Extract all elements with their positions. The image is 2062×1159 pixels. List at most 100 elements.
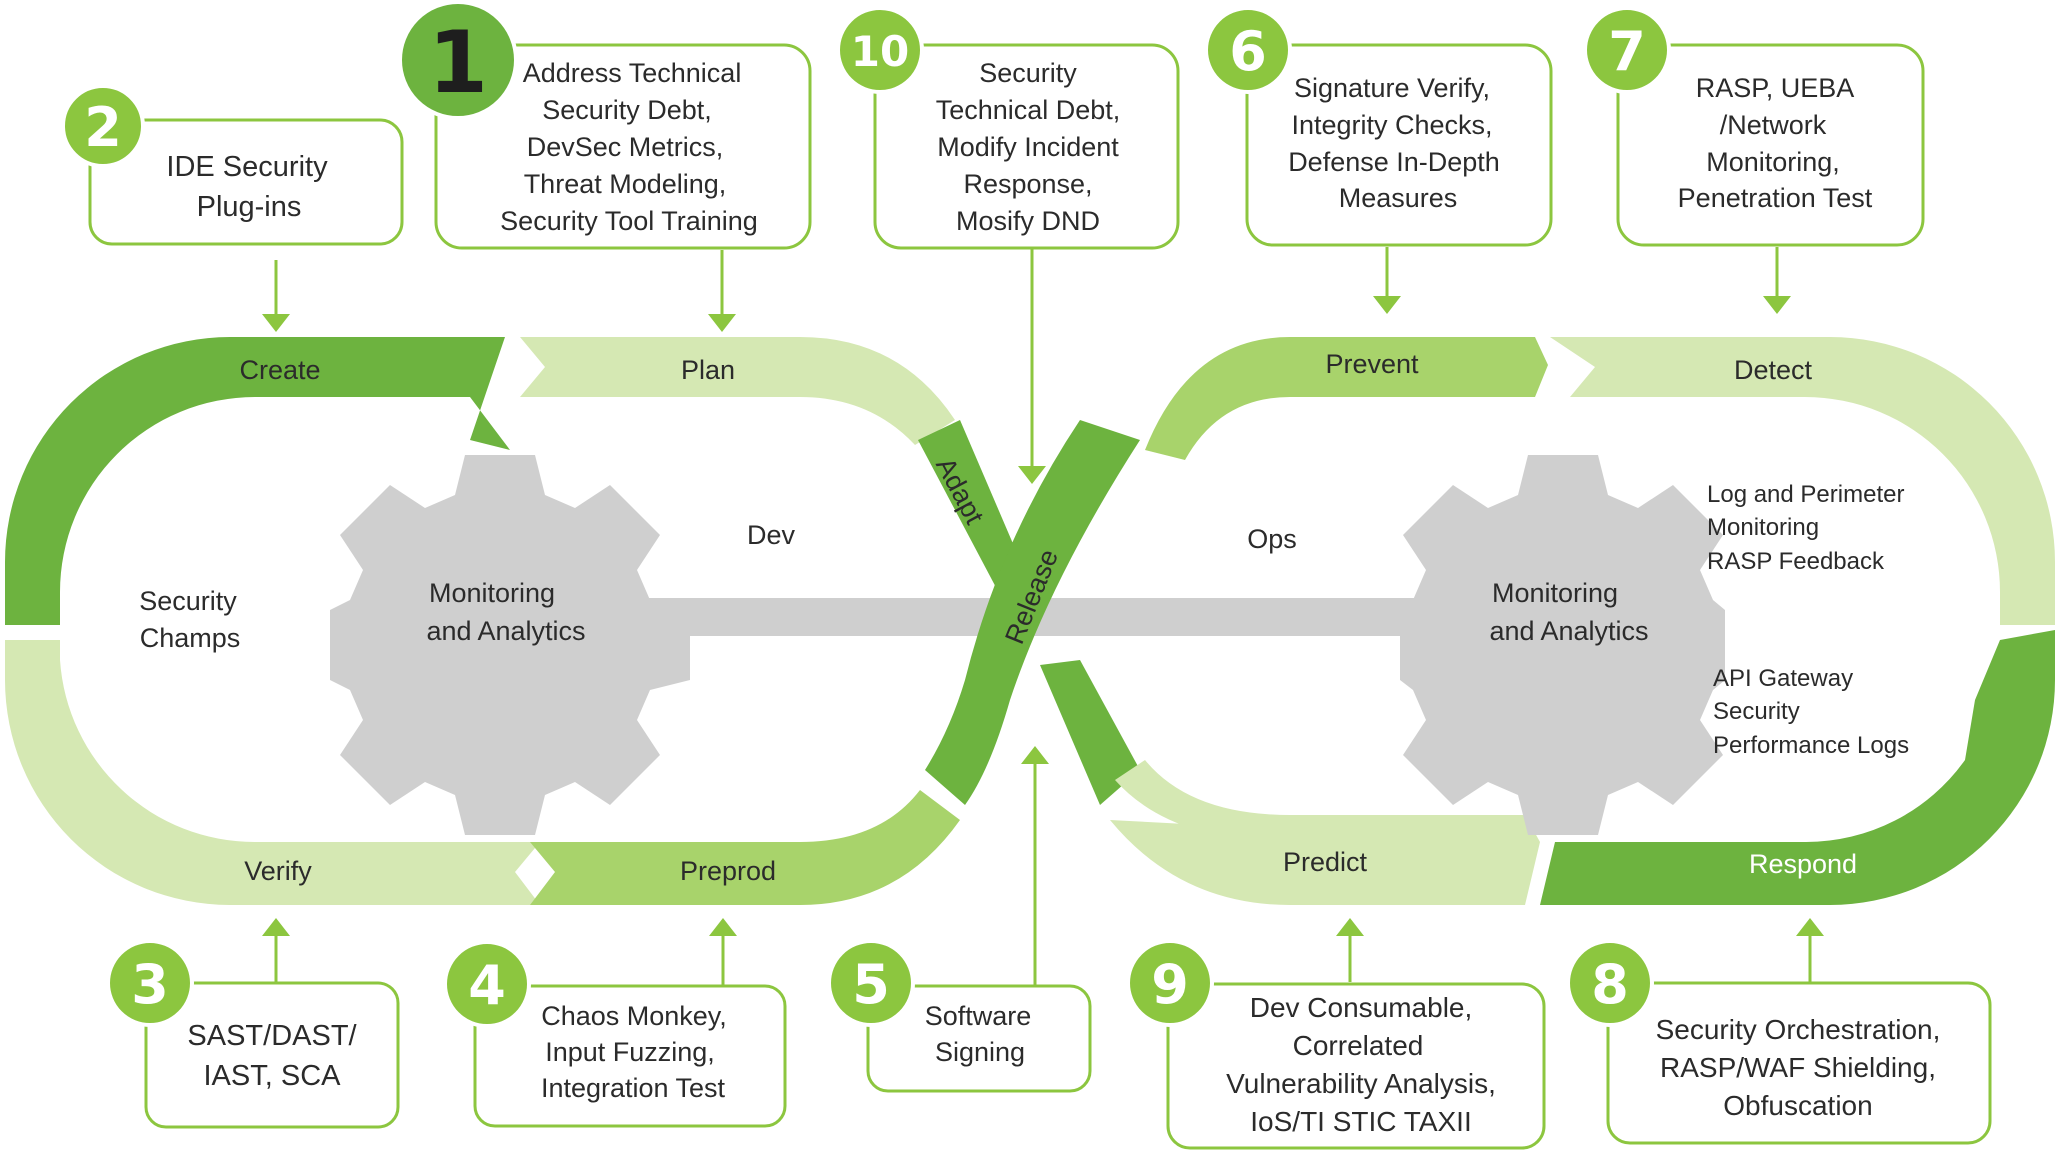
box-9-line-3: Vulnerability Analysis,: [1226, 1068, 1496, 1099]
box-7: RASP, UEBA /Network Monitoring, Penetrat…: [1616, 43, 1925, 247]
right-note-bottom-line-2: Security: [1713, 698, 1800, 725]
box-2-line-1: IDE Security: [166, 151, 328, 183]
box-9-line-4: IoS/TI STIC TAXII: [1250, 1106, 1471, 1137]
badge-5: 5: [827, 939, 915, 1027]
box-10-line-4: Response,: [963, 169, 1092, 199]
box-7-line-2: /Network: [1720, 110, 1827, 140]
segment-release: [925, 420, 1140, 805]
box-8: Security Orchestration, RASP/WAF Shieldi…: [1606, 981, 1992, 1145]
badge-10: 10: [836, 6, 924, 94]
box-8-line-3: Obfuscation: [1723, 1090, 1872, 1121]
security-champs-line-2: Champs: [140, 623, 241, 653]
badge-9: 9: [1126, 939, 1214, 1027]
box-1-line-4: Threat Modeling,: [524, 169, 727, 199]
right-note-bottom-line-3: Performance Logs: [1713, 732, 1909, 759]
badge-4: 4: [443, 940, 531, 1028]
left-gear-label-line-2: and Analytics: [426, 616, 585, 646]
box-10: Security Technical Debt, Modify Incident…: [873, 43, 1180, 250]
segment-predict: [1110, 760, 1540, 905]
box-3-line-2: IAST, SCA: [204, 1060, 342, 1092]
box-7-line-3: Monitoring,: [1706, 147, 1840, 177]
right-note-top-line-2: Monitoring: [1707, 514, 1819, 541]
badge-2: 2: [61, 84, 145, 168]
badge-4-number: 4: [468, 954, 506, 1017]
badge-5-number: 5: [852, 953, 890, 1016]
box-6-line-3: Defense In-Depth: [1288, 147, 1500, 177]
right-note-top-line-1: Log and Perimeter: [1707, 481, 1904, 508]
segment-verify: [5, 640, 540, 905]
box-7-line-4: Penetration Test: [1678, 183, 1873, 213]
phase-create-label: Create: [239, 355, 320, 385]
box-10-line-2: Technical Debt,: [936, 95, 1121, 125]
security-champs-line-1: Security: [139, 586, 237, 616]
badge-6-number: 6: [1229, 20, 1267, 83]
box-5: Software Signing: [866, 984, 1092, 1093]
box-6: Signature Verify, Integrity Checks, Defe…: [1245, 43, 1553, 247]
box-8-line-2: RASP/WAF Shielding,: [1660, 1052, 1936, 1083]
left-gear-label-line-1: Monitoring: [429, 578, 555, 608]
box-5-line-2: Signing: [935, 1037, 1025, 1067]
right-note-top-line-3: RASP Feedback: [1707, 548, 1885, 575]
segment-detect: [1550, 337, 2055, 625]
box-4-line-2: Input Fuzzing,: [545, 1037, 715, 1067]
box-3: SAST/DAST/ IAST, SCA: [144, 981, 400, 1129]
phase-verify-label: Verify: [244, 856, 312, 886]
box-1-line-2: Security Debt,: [542, 95, 712, 125]
box-10-line-1: Security: [979, 58, 1077, 88]
phase-prevent-label: Prevent: [1325, 349, 1419, 379]
badge-7: 7: [1583, 6, 1671, 94]
box-8-line-1: Security Orchestration,: [1656, 1014, 1941, 1045]
box-1-line-3: DevSec Metrics,: [527, 132, 724, 162]
phase-preprod-label: Preprod: [680, 856, 776, 886]
box-1-line-5: Security Tool Training: [500, 206, 758, 236]
segment-adapt: [918, 420, 1020, 595]
segment-cross-lower: [1040, 660, 1140, 805]
badge-7-number: 7: [1608, 20, 1646, 83]
phase-plan-label: Plan: [681, 355, 735, 385]
box-1-line-1: Address Technical: [523, 58, 742, 88]
badge-3: 3: [106, 939, 194, 1027]
connector-arrows: [262, 247, 1824, 985]
phase-respond-label: Respond: [1749, 849, 1857, 879]
segment-respond: [1540, 630, 2055, 905]
box-4-line-1: Chaos Monkey,: [541, 1001, 727, 1031]
box-9-line-2: Correlated: [1293, 1030, 1424, 1061]
box-6-line-4: Measures: [1339, 183, 1458, 213]
box-9: Dev Consumable, Correlated Vulnerability…: [1166, 982, 1546, 1150]
box-7-line-1: RASP, UEBA: [1696, 73, 1855, 103]
phase-predict-label: Predict: [1283, 847, 1368, 877]
right-gear-label-line-1: Monitoring: [1492, 578, 1618, 608]
segment-create: [5, 337, 510, 625]
box-2-line-2: Plug-ins: [197, 191, 302, 223]
left-gear-icon: [330, 455, 690, 835]
box-10-line-3: Modify Incident: [937, 132, 1119, 162]
badge-9-number: 9: [1151, 953, 1189, 1016]
phase-detect-label: Detect: [1734, 355, 1813, 385]
segment-preprod: [530, 790, 960, 905]
box-6-line-1: Signature Verify,: [1294, 73, 1490, 103]
ops-label: Ops: [1247, 524, 1297, 554]
box-9-line-1: Dev Consumable,: [1250, 992, 1473, 1023]
badge-1: 1: [398, 0, 518, 120]
box-10-line-5: Mosify DND: [956, 206, 1100, 236]
right-note-bottom-line-1: API Gateway: [1713, 665, 1853, 692]
badge-2-number: 2: [84, 96, 122, 159]
box-4: Chaos Monkey, Input Fuzzing, Integration…: [473, 984, 787, 1128]
box-1: Address Technical Security Debt, DevSec …: [434, 43, 812, 250]
dev-label: Dev: [747, 520, 796, 550]
badge-3-number: 3: [131, 953, 169, 1016]
badge-8: 8: [1566, 939, 1654, 1027]
box-6-line-2: Integrity Checks,: [1291, 110, 1492, 140]
badge-8-number: 8: [1591, 953, 1629, 1016]
box-2: IDE Security Plug-ins: [88, 118, 404, 246]
badge-10-number: 10: [851, 27, 909, 76]
box-3-line-1: SAST/DAST/: [187, 1020, 357, 1052]
badge-6: 6: [1204, 6, 1292, 94]
box-5-line-1: Software: [925, 1001, 1032, 1031]
badge-1-number: 1: [428, 13, 488, 113]
segment-plan: [520, 337, 955, 445]
segment-prevent: [1145, 337, 1548, 460]
right-gear-label-line-2: and Analytics: [1489, 616, 1648, 646]
box-4-line-3: Integration Test: [541, 1073, 726, 1103]
